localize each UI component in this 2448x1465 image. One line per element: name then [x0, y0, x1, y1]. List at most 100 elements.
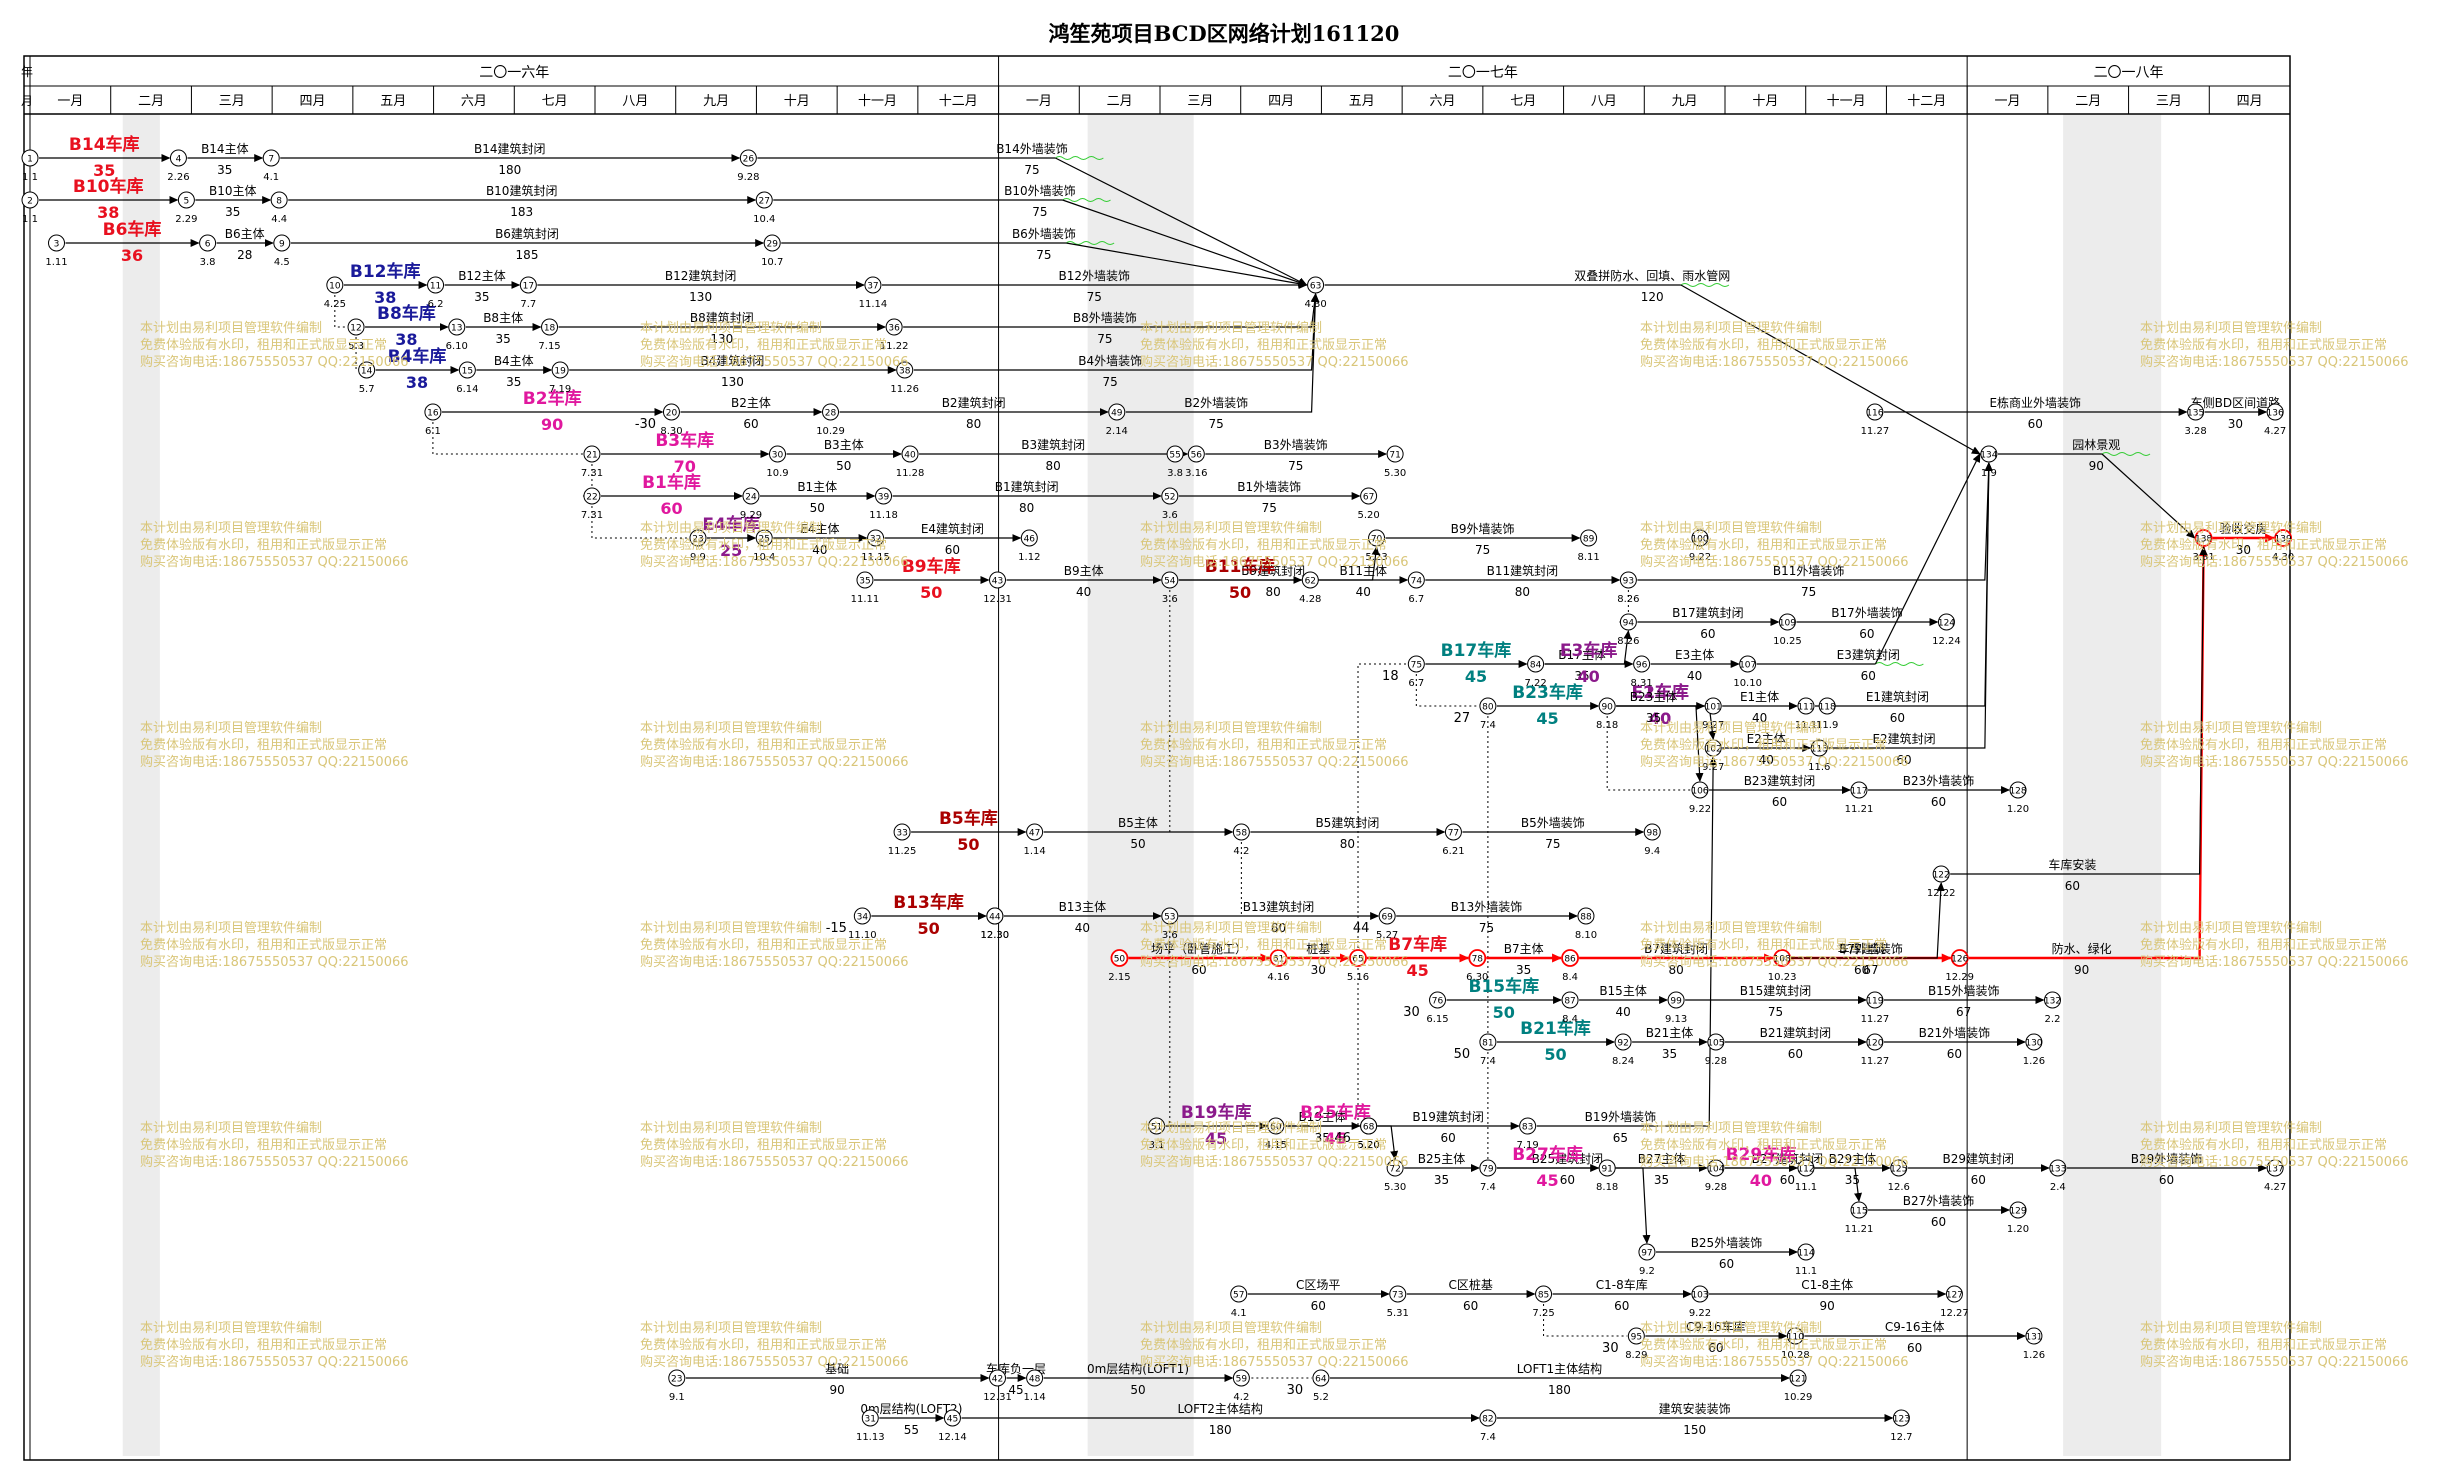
node-circle: [1850, 1201, 1868, 1219]
node-circle: [2043, 991, 2061, 1009]
node-number: 139: [2275, 535, 2292, 545]
month-label: 十月: [784, 94, 810, 109]
node-circle: [347, 318, 365, 336]
node-98: 989.4: [1643, 823, 1661, 857]
node-date: 9.28: [1705, 1056, 1727, 1067]
node-number: 125: [1890, 1165, 1907, 1175]
node-55: 553.8: [1166, 445, 1184, 479]
month-label: 八月: [1591, 94, 1617, 109]
node-circle: [1945, 1285, 1963, 1303]
activity-duration: 40: [1687, 669, 1702, 683]
activity-line: [1791, 882, 1945, 959]
node-number: 48: [1029, 1375, 1041, 1385]
activity-name: B29车库: [1726, 1144, 1797, 1165]
activity-name: B14外墙装饰: [996, 142, 1068, 156]
node-circle: [1267, 1117, 1285, 1135]
year-label: 二〇一七年: [1448, 65, 1518, 81]
node-date: 3.1: [1149, 1140, 1165, 1151]
activity-duration: 60: [1772, 795, 1787, 809]
activity-name: B21主体: [1646, 1026, 1694, 1040]
node-23: 239.1: [668, 1369, 686, 1403]
node-number: 98: [1647, 829, 1659, 839]
activity-duration: 50: [1229, 583, 1251, 602]
activity-duration: 75: [1032, 205, 1047, 219]
node-circle: [1269, 949, 1288, 967]
node-date: 5.27: [1376, 930, 1398, 941]
node-circle: [822, 403, 840, 421]
node-circle: [551, 361, 569, 379]
node-circle: [448, 318, 466, 336]
node-95: 958.29: [1625, 1327, 1647, 1361]
node-date: 9.29: [740, 510, 762, 521]
activity-name: E4建筑封闭: [921, 521, 984, 536]
node-date: 4.30: [1304, 299, 1326, 310]
node-circle: [1026, 1369, 1044, 1387]
activity-118: 0m层结构(LOFT2)55: [860, 1401, 962, 1437]
node-number: 107: [1739, 661, 1756, 671]
activity-name: C1-8主体: [1801, 1278, 1853, 1292]
activity-duration: 60: [1708, 1341, 1723, 1355]
node-number: 129: [2009, 1207, 2026, 1217]
node-circle: [896, 361, 914, 379]
node-circle: [1818, 697, 1836, 715]
node-number: 104: [1707, 1165, 1724, 1175]
activity-line: [1284, 1125, 1399, 1160]
node-circle: [943, 1409, 961, 1427]
activity-name: E2建筑封闭: [1872, 731, 1935, 746]
node-circle: [1932, 865, 1950, 883]
node-number: 74: [1411, 577, 1423, 587]
node-circle: [1468, 949, 1487, 967]
node-circle: [1479, 1033, 1497, 1051]
node-date: 3.8: [200, 257, 216, 268]
node-date: 6.7: [1408, 678, 1424, 689]
node-number: 124: [1938, 619, 1955, 629]
node-number: 33: [896, 829, 907, 839]
node-72: 725.30: [1384, 1159, 1406, 1193]
node-date: 9.2: [1639, 1266, 1655, 1277]
node-number: 15: [462, 367, 473, 377]
node-date: 3.16: [1185, 468, 1207, 479]
node-circle: [169, 149, 187, 167]
node-12: 125.3: [347, 318, 365, 352]
activity-line: [1814, 462, 1993, 707]
node-circle: [1739, 655, 1757, 673]
node-2: 21.1: [21, 191, 39, 225]
node-number: 12: [350, 324, 361, 334]
node-date: 6.21: [1442, 846, 1464, 857]
node-circle: [1301, 571, 1319, 589]
activity-line: [1062, 199, 1308, 287]
node-date: 11.18: [869, 510, 898, 521]
activity-duration: 45: [1536, 709, 1558, 728]
node-date: 4.27: [2264, 426, 2286, 437]
node-number: 25: [759, 535, 770, 545]
node-date: 8.10: [1575, 930, 1597, 941]
month-row-label: 月: [21, 94, 33, 108]
node-date: 11.22: [880, 341, 909, 352]
node-75: 756.7: [1407, 655, 1425, 689]
activity-arrows: B14车库35B14主体35B14建筑封闭180B14外墙装饰75B10车库38…: [39, 134, 2280, 1437]
node-date: 9.28: [1705, 1182, 1727, 1193]
activity-duration: 60: [1861, 669, 1876, 683]
activity-duration: 38: [406, 373, 428, 392]
dummy-link: [1543, 1294, 1628, 1337]
node-date: 9.1: [669, 1392, 685, 1403]
node-number: 86: [1564, 955, 1576, 965]
